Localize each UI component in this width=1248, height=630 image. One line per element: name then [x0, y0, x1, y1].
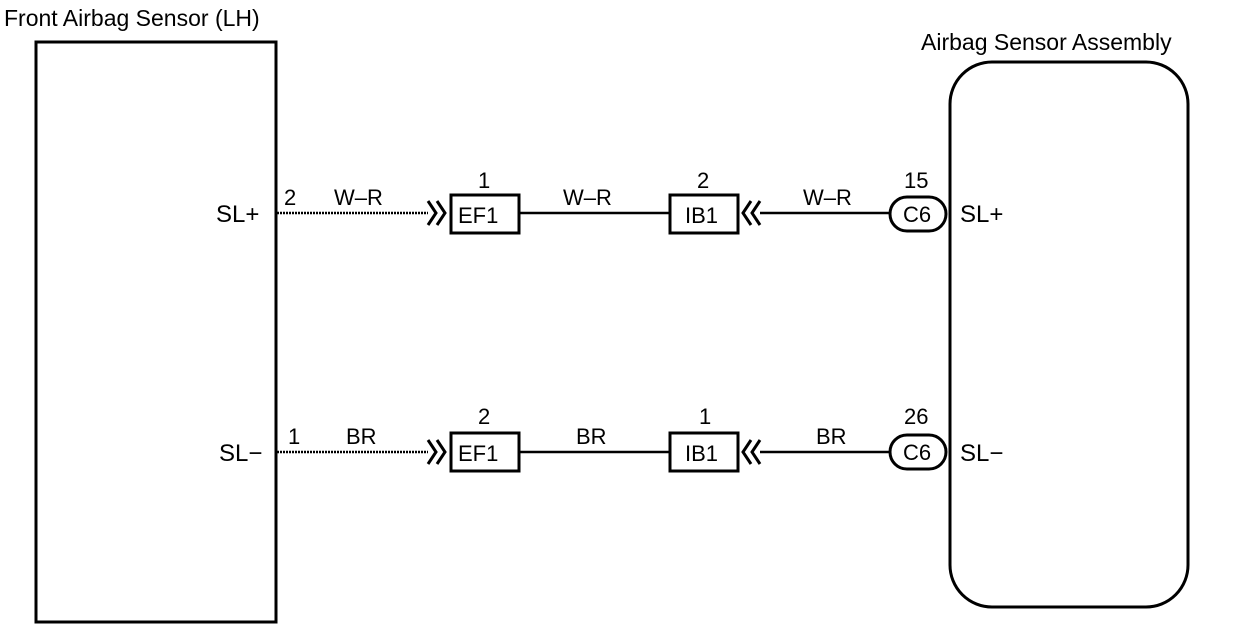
wire-color-1-sl-plus: W–R: [334, 185, 383, 210]
wire-color-2-sl-plus: W–R: [563, 185, 612, 210]
connector-pin-ib1-sl-minus: 1: [699, 404, 711, 429]
circuit-sl-plus: SL+ 2 W–R 1 EF1 W–R 2 IB1 W–R 15 C6 SL+: [216, 168, 1003, 235]
right-component-title: Airbag Sensor Assembly: [921, 29, 1172, 55]
right-pin-label-sl-plus: SL+: [960, 201, 1003, 228]
chevron-icon: [750, 439, 762, 465]
connector-label-c6-sl-plus: C6: [903, 202, 931, 227]
wire-color-3-sl-plus: W–R: [803, 185, 852, 210]
chevron-icon: [426, 439, 438, 465]
chevron-icon: [750, 200, 762, 226]
connector-pin-c6-sl-plus: 15: [904, 168, 928, 193]
connector-pin-ef1-sl-plus: 1: [478, 168, 490, 193]
connector-ib1-sl-plus: [668, 193, 740, 235]
connector-ib1-sl-minus: [668, 431, 740, 473]
wire-color-3-sl-minus: BR: [816, 424, 847, 449]
connector-c6-sl-plus: [888, 195, 948, 233]
front-airbag-sensor-box: [34, 40, 278, 624]
circuit-sl-minus: SL− 1 BR 2 EF1 BR 1 IB1 BR 26 C6 SL−: [219, 404, 1003, 473]
airbag-sensor-assembly-box: [948, 60, 1190, 609]
right-pin-label-sl-minus: SL−: [960, 440, 1003, 467]
connector-label-ib1-sl-minus: IB1: [685, 441, 718, 466]
wire-color-1-sl-minus: BR: [346, 424, 377, 449]
left-pin-label-sl-minus: SL−: [219, 440, 262, 467]
chevron-icon: [435, 200, 447, 226]
connector-label-c6-sl-minus: C6: [903, 440, 931, 465]
connector-pin-c6-sl-minus: 26: [904, 404, 928, 429]
connector-label-ib1-sl-plus: IB1: [685, 203, 718, 228]
chevron-icon: [741, 200, 753, 226]
connector-pin-ib1-sl-plus: 2: [697, 168, 709, 193]
connector-label-ef1-sl-minus: EF1: [458, 441, 498, 466]
wire-color-2-sl-minus: BR: [576, 424, 607, 449]
left-pin-label-sl-plus: SL+: [216, 201, 259, 228]
chevron-icon: [741, 439, 753, 465]
left-pin-number-sl-minus: 1: [288, 424, 300, 449]
left-component-title: Front Airbag Sensor (LH): [4, 5, 260, 31]
left-pin-number-sl-plus: 2: [284, 185, 296, 210]
chevron-icon: [435, 439, 447, 465]
connector-c6-sl-minus: [888, 433, 948, 471]
chevron-icon: [426, 200, 438, 226]
connector-label-ef1-sl-plus: EF1: [458, 203, 498, 228]
connector-pin-ef1-sl-minus: 2: [478, 404, 490, 429]
